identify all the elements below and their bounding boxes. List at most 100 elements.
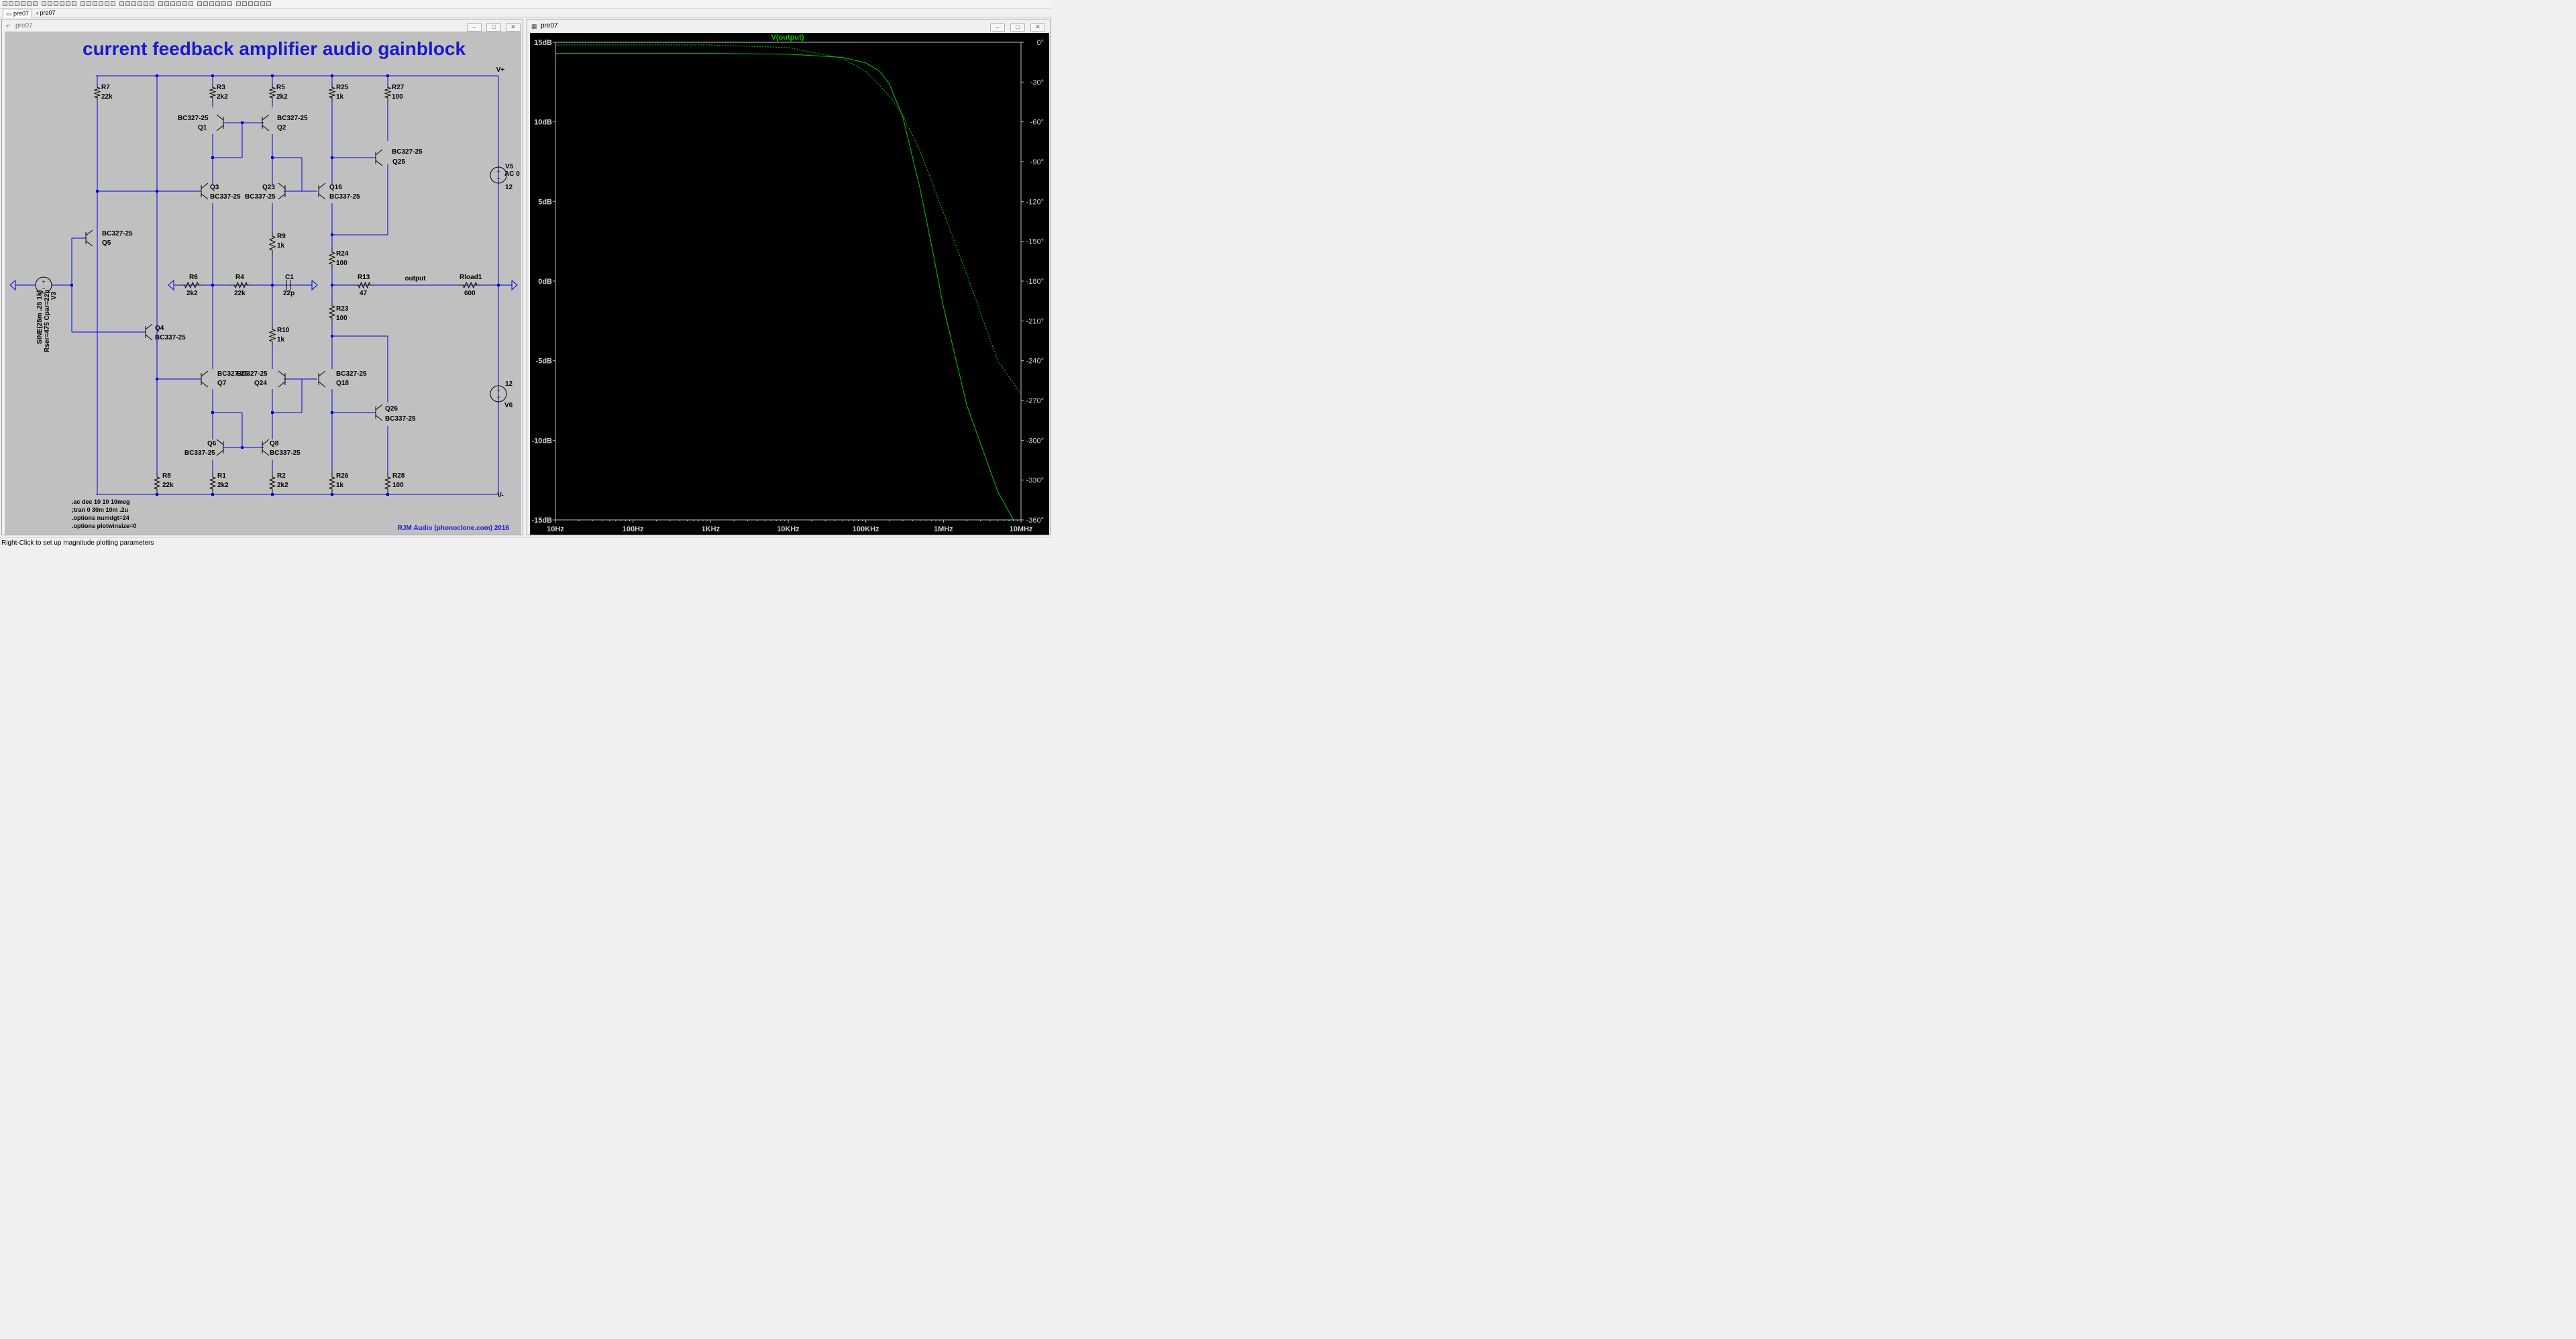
toolbar-button[interactable] (15, 1, 19, 6)
toolbar-button[interactable] (189, 1, 193, 6)
y2-tick-label: -300° (1026, 437, 1044, 445)
toolbar-button[interactable] (260, 1, 265, 6)
transistor-q25[interactable] (375, 149, 383, 166)
minimize-button[interactable]: – (467, 23, 482, 32)
transistor-q1[interactable] (216, 114, 224, 131)
transistor-q16[interactable] (318, 182, 326, 200)
transistor-q7[interactable] (201, 370, 209, 388)
toolbar-button[interactable] (60, 1, 64, 6)
directive-ac: .ac dec 10 10 10meg (72, 498, 130, 505)
resistor-rload1[interactable] (458, 281, 482, 289)
toolbar-button[interactable] (254, 1, 259, 6)
toolbar-button[interactable] (182, 1, 187, 6)
resistor-r8[interactable] (153, 473, 161, 493)
toolbar-button[interactable] (87, 1, 91, 6)
resistor-r4[interactable] (230, 281, 252, 289)
toolbar-button[interactable] (33, 1, 38, 6)
toolbar-button[interactable] (248, 1, 253, 6)
transistor-q24[interactable] (278, 370, 286, 388)
resistor-r28[interactable] (384, 473, 392, 493)
transistor-q8[interactable] (262, 439, 270, 456)
resistor-r9[interactable] (268, 231, 276, 255)
resistor-r10[interactable] (268, 325, 276, 345)
toolbar-button[interactable] (48, 1, 52, 6)
toolbar-button[interactable] (125, 1, 130, 6)
resistor-r7[interactable] (93, 84, 101, 101)
resistor-r23[interactable] (328, 302, 336, 322)
resistor-r3[interactable] (209, 84, 217, 101)
transistor-q6[interactable] (216, 439, 224, 456)
minimize-button[interactable]: – (990, 23, 1005, 32)
toolbar-button[interactable] (42, 1, 46, 6)
voltage-source-v3[interactable]: +− (35, 276, 52, 294)
resistor-r25[interactable] (328, 84, 336, 101)
plot-tab-icon: ‹ (36, 9, 40, 16)
toolbar-button[interactable] (227, 1, 232, 6)
toolbar-button[interactable] (131, 1, 136, 6)
toolbar-button[interactable] (27, 1, 32, 6)
maximize-button[interactable]: □ (1010, 23, 1025, 32)
toolbar-button[interactable] (209, 1, 214, 6)
toolbar-button[interactable] (164, 1, 169, 6)
toolbar-button[interactable] (66, 1, 70, 6)
toolbar-button[interactable] (242, 1, 247, 6)
close-button[interactable]: ✕ (506, 23, 521, 32)
y-tick-label: -5dB (536, 358, 553, 366)
toolbar-button[interactable] (9, 1, 13, 6)
toolbar-button[interactable] (99, 1, 103, 6)
transistor-q3[interactable] (201, 182, 209, 200)
component-label: BC337-25 (245, 193, 276, 201)
resistor-r6[interactable] (180, 281, 203, 289)
transistor-q4[interactable] (145, 323, 153, 341)
toolbar-button[interactable] (266, 1, 271, 6)
toolbar-button[interactable] (197, 1, 202, 6)
toolbar-button[interactable] (158, 1, 163, 6)
transistor-q26[interactable] (375, 404, 383, 421)
toolbar-button[interactable] (54, 1, 58, 6)
toolbar-button[interactable] (80, 1, 85, 6)
transistor-q5[interactable] (85, 229, 93, 247)
waveform-title-bar[interactable]: ▦ pre07 – □ ✕ (527, 19, 1050, 33)
toolbar-button[interactable] (3, 1, 7, 6)
schematic-title-bar[interactable]: ⤶ pre07 – □ ✕ (2, 19, 523, 33)
toolbar-button[interactable] (203, 1, 208, 6)
y-tick-label: 0dB (538, 278, 552, 286)
y2-tick-label: -360° (1026, 517, 1044, 525)
component-label: BC337-25 (270, 449, 301, 457)
resistor-r27[interactable] (384, 84, 392, 101)
toolbar-button[interactable] (119, 1, 124, 6)
tab-pre07-plot[interactable]: ‹ pre07 (34, 9, 58, 17)
voltage-source-v6[interactable]: +− (490, 385, 507, 403)
transistor-q23[interactable] (278, 182, 286, 200)
resistor-r2[interactable] (268, 473, 276, 493)
schematic-canvas[interactable]: current feedback amplifier audio gainblo… (5, 32, 521, 535)
resistor-r26[interactable] (328, 473, 336, 493)
tab-pre07-schematic[interactable]: ▭ pre07 (3, 9, 33, 17)
toolbar-button[interactable] (170, 1, 175, 6)
toolbar-button[interactable] (144, 1, 148, 6)
transistor-q18[interactable] (318, 370, 326, 388)
toolbar-button[interactable] (176, 1, 181, 6)
toolbar-button[interactable] (215, 1, 220, 6)
transistor-q2[interactable] (262, 114, 270, 131)
toolbar-button[interactable] (150, 1, 154, 6)
toolbar-button[interactable] (236, 1, 241, 6)
toolbar-button[interactable] (105, 1, 109, 6)
resistor-r5[interactable] (268, 84, 276, 101)
voltage-source-v5[interactable]: +− (490, 166, 507, 184)
schematic-window[interactable]: ⤶ pre07 – □ ✕ current feedback amplifier… (1, 19, 523, 535)
toolbar-button[interactable] (111, 1, 115, 6)
toolbar-button[interactable] (221, 1, 226, 6)
toolbar-button[interactable] (93, 1, 97, 6)
toolbar-button[interactable] (138, 1, 142, 6)
trace-label[interactable]: V(output) (771, 34, 804, 42)
resistor-r1[interactable] (209, 473, 217, 493)
close-button[interactable]: ✕ (1030, 23, 1045, 32)
resistor-r13[interactable] (354, 281, 374, 289)
toolbar-button[interactable] (21, 1, 25, 6)
toolbar-button[interactable] (72, 1, 76, 6)
resistor-r24[interactable] (328, 248, 336, 268)
maximize-button[interactable]: □ (486, 23, 501, 32)
